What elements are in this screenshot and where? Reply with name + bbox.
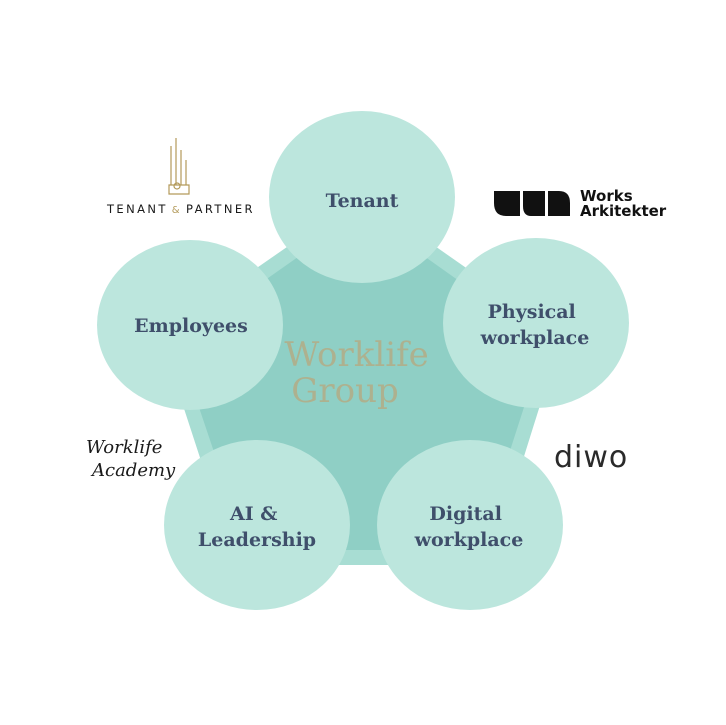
tenant-partner-emblem-icon	[168, 138, 190, 195]
node-circle-tenant	[269, 111, 455, 283]
node-label-ai-leadership: AI & Leadership	[198, 503, 316, 551]
worklife-academy-wordmark: Worklife Academy	[86, 437, 176, 481]
node-label-employees: Employees	[134, 315, 248, 337]
node-circle-ai-leadership	[164, 440, 350, 610]
works-arkitekter-mark-icon	[494, 191, 570, 216]
node-label-tenant: Tenant	[326, 190, 399, 212]
node-circle-digital-workplace	[377, 440, 563, 610]
node-label-physical-workplace: Physical workplace	[480, 301, 590, 349]
center-title: Worklife Group	[284, 335, 439, 411]
node-circle-physical-workplace	[443, 238, 629, 408]
diwo-logo: diwo	[554, 440, 628, 475]
works-arkitekter-logo: Works Arkitekter	[494, 187, 667, 220]
node-label-digital-workplace: Digital workplace	[414, 503, 524, 551]
node-circle-employees	[97, 240, 283, 410]
works-arkitekter-wordmark: Works Arkitekter	[580, 187, 667, 220]
worklife-academy-logo: Worklife Academy	[86, 437, 176, 481]
tenant-partner-wordmark: TENANT&PARTNER	[106, 202, 255, 216]
tenant-partner-logo: TENANT&PARTNER	[106, 138, 255, 216]
